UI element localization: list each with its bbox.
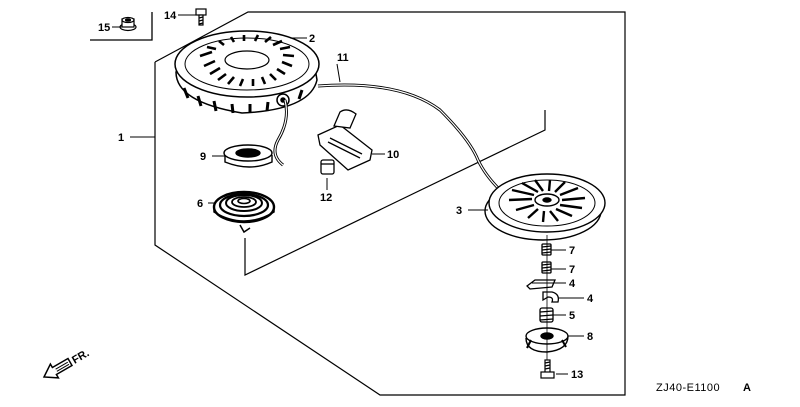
- drawing-code-suffix: A: [743, 382, 751, 394]
- label-5: 5: [569, 310, 575, 322]
- label-10: 10: [387, 149, 399, 161]
- spring-7-lower: [541, 261, 552, 274]
- label-7-upper: 7: [569, 245, 575, 257]
- friction-spring-5: [539, 307, 554, 323]
- assembly-frame: [154, 11, 626, 396]
- starter-grip-10: [317, 109, 373, 171]
- leader-lines: [112, 14, 584, 375]
- reel-3: [484, 173, 606, 241]
- label-4-lower: 4: [587, 293, 594, 305]
- label-14: 14: [164, 10, 177, 22]
- starter-case-2: [174, 30, 320, 114]
- label-4-upper: 4: [569, 278, 576, 290]
- label-11: 11: [337, 52, 349, 64]
- starter-rope-11: [273, 83, 502, 192]
- recoil-spring-6: [212, 190, 276, 234]
- label-13: 13: [571, 369, 583, 381]
- label-15: 15: [98, 22, 110, 34]
- front-arrow-icon: [42, 357, 74, 379]
- part-labels: 1 2 3 4 4 5 6 7 7 8 9 10 11 12 13 14 15: [98, 10, 594, 381]
- label-2: 2: [309, 33, 315, 45]
- spring-7-upper: [541, 243, 552, 256]
- flange-nut-15: [119, 16, 137, 32]
- ratchet-4-upper: [526, 279, 556, 290]
- label-9: 9: [200, 151, 206, 163]
- label-1: 1: [118, 132, 124, 144]
- setting-bolt-13: [540, 359, 555, 379]
- label-12: 12: [320, 192, 332, 204]
- spring-cover-9: [223, 144, 273, 168]
- label-8: 8: [587, 331, 593, 343]
- label-3: 3: [456, 205, 462, 217]
- drawing-code-text: ZJ40-E1100: [656, 382, 720, 394]
- flange-bolt-14: [195, 8, 207, 26]
- ratchet-4-lower: [542, 291, 560, 303]
- inset-box-14-15: [90, 12, 153, 41]
- grip-insert-12: [320, 159, 335, 175]
- label-7-lower: 7: [569, 264, 575, 276]
- front-label: FR.: [70, 347, 91, 366]
- label-6: 6: [197, 198, 203, 210]
- front-direction-indicator: FR.: [42, 347, 91, 379]
- drawing-code: ZJ40-E1100 A: [656, 382, 751, 394]
